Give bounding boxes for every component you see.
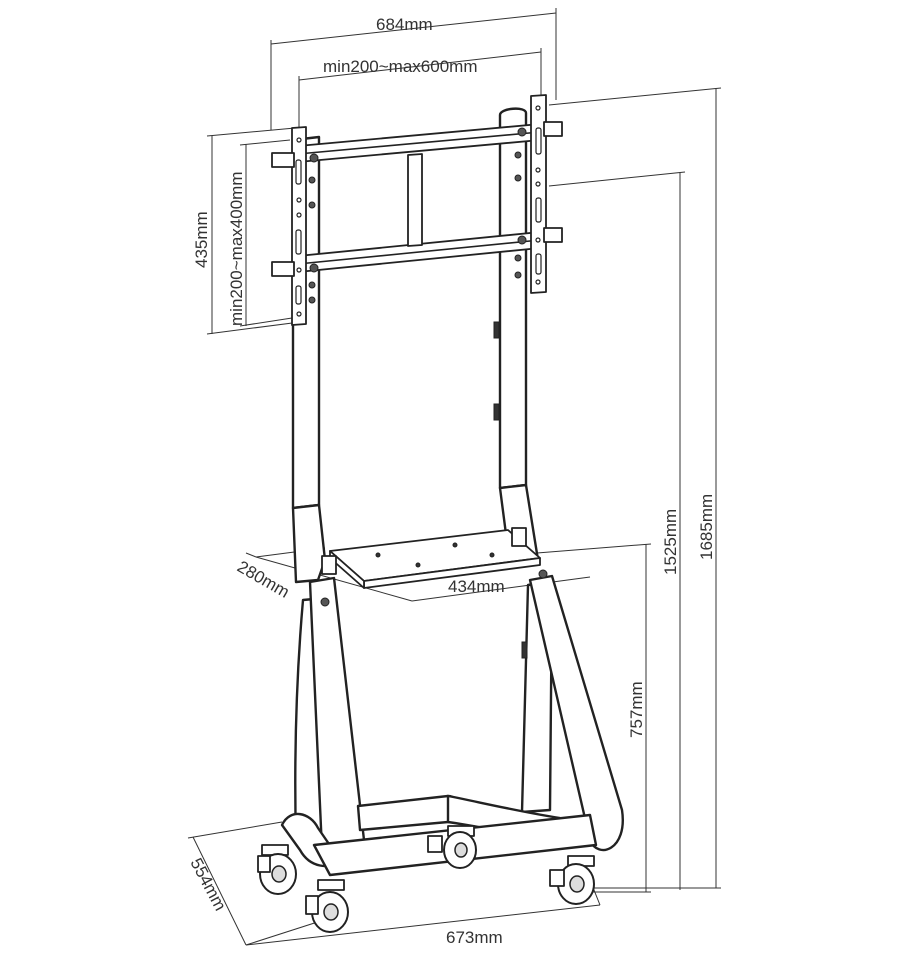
left-bend <box>291 503 327 584</box>
caster-back-left <box>257 844 297 895</box>
label-base-width: 673mm <box>446 928 503 947</box>
label-shelf-depth: 280mm <box>234 557 293 602</box>
label-total-height: 1685mm <box>697 494 716 560</box>
stand-illustration <box>257 94 624 933</box>
right-upright <box>498 107 528 490</box>
base-back-rail <box>356 794 460 832</box>
caster-front-left <box>305 879 349 933</box>
center-plate <box>407 153 423 247</box>
label-vesa-horizontal: min200~max600mm <box>323 57 478 76</box>
label-bracket-height: 435mm <box>192 211 211 268</box>
label-base-depth: 554mm <box>186 855 229 914</box>
label-shelf-width: 434mm <box>448 577 505 596</box>
label-overall-width: 684mm <box>376 15 433 34</box>
caster-back-middle <box>427 825 477 869</box>
caster-front-right <box>549 855 595 905</box>
label-max-height: 1525mm <box>661 509 680 575</box>
right-vesa-bracket <box>530 94 547 294</box>
label-shelf-height: 757mm <box>627 681 646 738</box>
label-vesa-vertical: min200~max400mm <box>227 172 246 327</box>
